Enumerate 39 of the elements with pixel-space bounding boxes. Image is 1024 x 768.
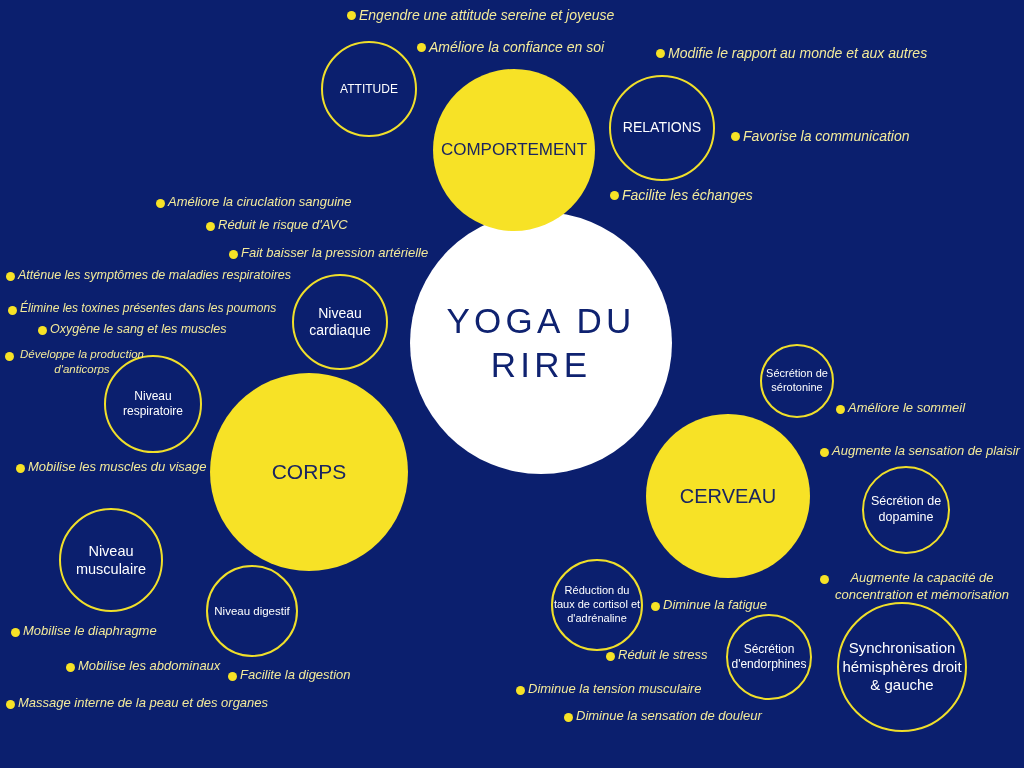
- circle-label: Niveau cardiaque: [308, 304, 372, 340]
- circle-label: Sécrétion de sérotonine: [765, 367, 829, 395]
- benefit-text: Mobilise les abdominaux: [78, 658, 221, 675]
- benefit-text: Améliore la ciruclation sanguine: [168, 194, 352, 211]
- benefit-text: Diminue la fatigue: [663, 597, 768, 614]
- circle-label: Niveau respiratoire: [122, 389, 184, 419]
- benefit-text: Augmente la sensation de plaisir: [832, 443, 1020, 460]
- benefit-text: Diminue la tension musculaire: [528, 681, 702, 698]
- benefit-text: Engendre une attitude sereine et joyeuse: [359, 6, 615, 25]
- circle-label: COMPORTEMENT: [439, 139, 589, 161]
- benefit-text: Développe la production d'anticorps: [19, 347, 145, 377]
- circle-label: Synchronisation hémisphères droit & gauche: [841, 638, 963, 696]
- benefit-text: Augmente la capacité de concentration et mémorisation: [833, 570, 1011, 604]
- benefit-text: Facilite les échanges: [622, 186, 753, 205]
- circle-label: Réduction du taux de cortisol et d'adrénaline: [553, 584, 641, 626]
- benefit-text: Atténue les symptômes de maladies respiratoires: [18, 267, 292, 284]
- circle-label: Sécrétion d'endorphines: [730, 642, 808, 672]
- circle-label: Niveau digestif: [213, 603, 291, 619]
- benefit-text: Améliore la confiance en soi: [429, 38, 605, 57]
- benefit-text: Fait baisser la pression artérielle: [241, 245, 429, 262]
- benefit-text: Oxygène le sang et les muscles: [50, 321, 227, 338]
- benefit-text: Favorise la communication: [743, 127, 910, 146]
- benefit-text: Mobilise le diaphragme: [23, 623, 157, 640]
- benefit-text: Améliore le sommeil: [848, 400, 966, 417]
- circle-label: CORPS: [270, 458, 348, 485]
- circle-label: Niveau musculaire: [74, 541, 148, 579]
- benefit-text: Diminue la sensation de douleur: [576, 708, 762, 725]
- benefit-text: Massage interne de la peau et des organes: [18, 695, 269, 712]
- benefit-text: Élimine les toxines présentes dans les poumons: [20, 301, 277, 317]
- benefit-text: Réduit le risque d'AVC: [218, 217, 348, 234]
- circle-label: YOGA DU RIRE: [445, 300, 637, 386]
- circle-label: RELATIONS: [621, 119, 703, 137]
- benefit-text: Modifie le rapport au monde et aux autres: [668, 44, 928, 63]
- benefit-text: Réduit le stress: [618, 647, 708, 664]
- benefit-text: Mobilise les muscles du visage: [28, 459, 207, 476]
- circle-label: CERVEAU: [678, 483, 778, 509]
- circle-label: ATTITUDE: [339, 81, 399, 97]
- benefit-text: Facilite la digestion: [240, 667, 351, 684]
- circle-label: Sécrétion de dopamine: [869, 494, 943, 526]
